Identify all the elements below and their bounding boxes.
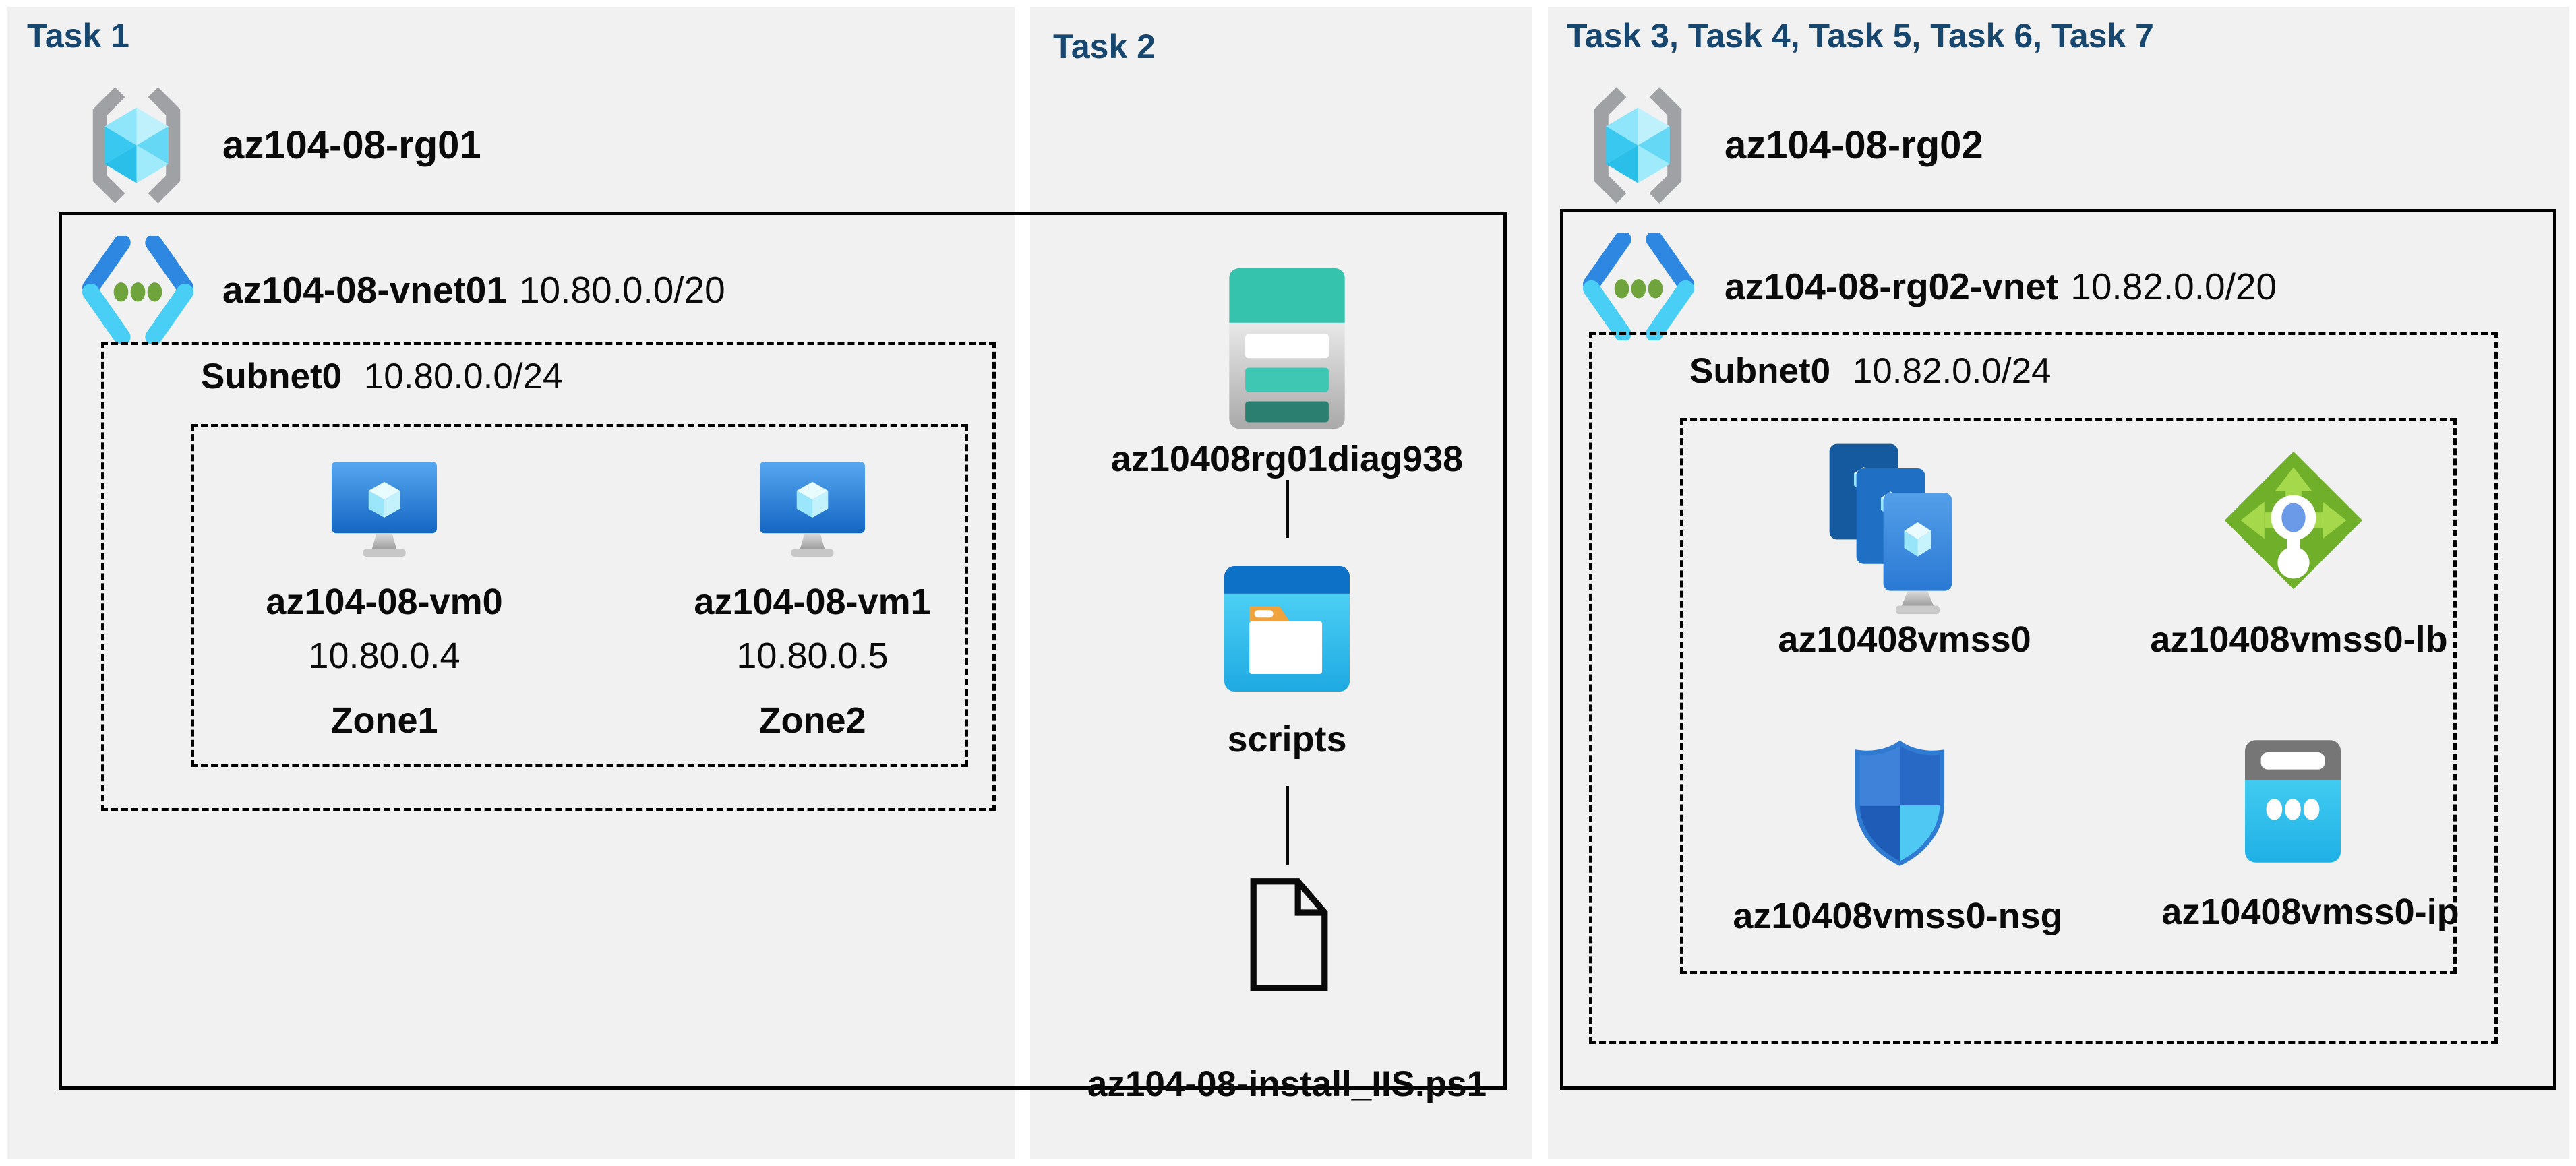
connector-scripts-file [1286, 786, 1289, 865]
nsg-name: az10408vmss0-nsg [1733, 896, 2063, 936]
vnet01-cidr: 10.80.0.0/20 [518, 269, 725, 311]
resource-group-name: az104-08-rg01 [222, 123, 481, 167]
task1-title: Task 1 [27, 17, 129, 55]
vm-zone-box [191, 424, 968, 767]
subnet0-label-task3: Subnet0 10.82.0.0/24 [1689, 350, 2051, 392]
vm1-name: az104-08-vm1 [694, 582, 931, 622]
panel-task1 [7, 7, 1015, 1159]
network-security-group-icon [1849, 736, 1951, 871]
subnet0-box-task1 [101, 342, 996, 811]
vnet01-box [59, 212, 1507, 1090]
load-balancer-name: az10408vmss0-lb [2150, 619, 2448, 660]
storage-account-icon [1226, 268, 1348, 429]
virtual-network-icon [76, 236, 200, 344]
subnet0-name: Subnet0 [201, 357, 342, 396]
vnet01-label: az104-08-vnet01 10.80.0.0/20 [222, 236, 725, 344]
vm0-ip: 10.80.0.4 [308, 636, 460, 676]
container-name: scripts [1227, 719, 1347, 760]
public-ip-name: az10408vmss0-ip [2161, 892, 2459, 932]
vnet02-label: az104-08-rg02-vnet 10.82.0.0/20 [1725, 233, 2277, 340]
subnet0-cidr: 10.80.0.0/24 [363, 357, 563, 396]
vmss-name: az10408vmss0 [1778, 619, 2031, 660]
virtual-machine-icon [328, 457, 440, 565]
blob-container-icon [1224, 561, 1350, 696]
vmss-resources-box [1680, 418, 2457, 974]
vm1-zone: Zone2 [758, 700, 866, 741]
connector-storage-scripts [1286, 480, 1289, 538]
subnet0-name: Subnet0 [1689, 351, 1831, 391]
vm0-name: az104-08-vm0 [266, 582, 503, 622]
resource-group-icon [78, 86, 196, 204]
vnet02-name: az104-08-rg02-vnet [1725, 266, 2059, 307]
resource-group2-name: az104-08-rg02 [1725, 123, 1983, 167]
script-file-name: az104-08-install_IIS.ps1 [1087, 1064, 1487, 1104]
storage-account-name: az10408rg01diag938 [1110, 439, 1464, 479]
resource-group-icon [1579, 86, 1697, 204]
file-icon [1245, 845, 1334, 1024]
vm1-ip: 10.80.0.5 [736, 636, 889, 676]
virtual-network-icon [1576, 233, 1701, 340]
vnet02-box [1560, 209, 2556, 1090]
task3-title: Task 3, Task 4, Task 5, Task 6, Task 7 [1567, 17, 2154, 55]
virtual-machine-icon [756, 457, 868, 565]
vnet01-name: az104-08-vnet01 [222, 269, 507, 311]
task2-title: Task 2 [1053, 28, 1156, 65]
vnet02-cidr: 10.82.0.0/20 [2070, 266, 2277, 307]
subnet0-label-task1: Subnet0 10.80.0.0/24 [201, 356, 563, 397]
subnet0-cidr: 10.82.0.0/24 [1852, 351, 2051, 391]
vm0-zone: Zone1 [330, 700, 438, 741]
load-balancer-icon [2219, 443, 2368, 597]
vm-scale-set-icon [1815, 441, 1967, 615]
subnet0-box-task3 [1589, 332, 2498, 1044]
public-ip-icon [2245, 740, 2341, 863]
panel-task3 [1548, 7, 2569, 1159]
